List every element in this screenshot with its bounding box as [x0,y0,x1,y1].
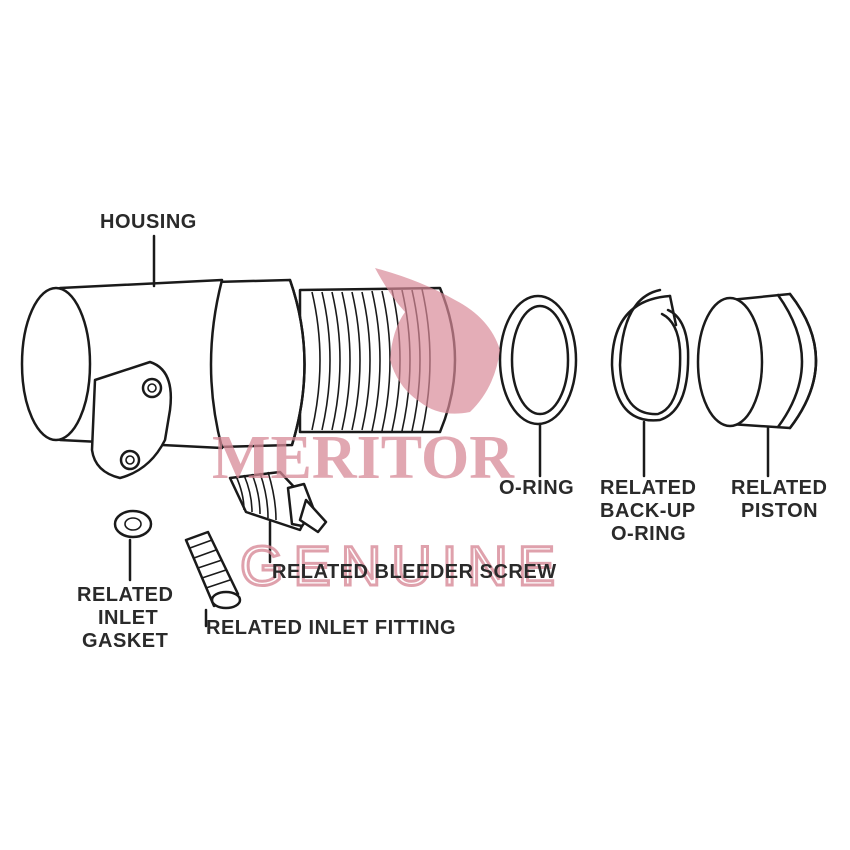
inlet-gasket-part [113,509,153,539]
o-ring-part [498,294,578,426]
label-piston-line2: PISTON [741,500,818,522]
watermark-brand: MERITOR [212,424,515,492]
inlet-fitting-part [184,530,242,610]
bull-logo-mark [375,268,500,414]
label-backup-line2: BACK-UP [600,500,696,522]
label-gasket-line1: RELATED [77,584,173,606]
backup-o-ring-part [610,288,690,422]
label-backup-line3: O-RING [611,523,686,545]
label-housing: HOUSING [100,211,197,233]
label-backup-line1: RELATED [600,477,696,499]
label-o-ring: O-RING [499,477,574,499]
watermark-tagline: GENUINE [240,534,565,597]
meritor-watermark: MERITOR GENUINE [212,268,565,599]
label-inlet-fitting: RELATED INLET FITTING [206,617,456,639]
label-gasket-line2: INLET [98,607,158,629]
label-gasket-line3: GASKET [82,630,168,652]
piston-part [696,292,818,430]
leader-lines [128,234,770,628]
bleeder-screw-part [228,470,328,534]
label-piston-line1: RELATED [731,477,827,499]
label-bleeder-screw: RELATED BLEEDER SCREW [272,561,557,583]
